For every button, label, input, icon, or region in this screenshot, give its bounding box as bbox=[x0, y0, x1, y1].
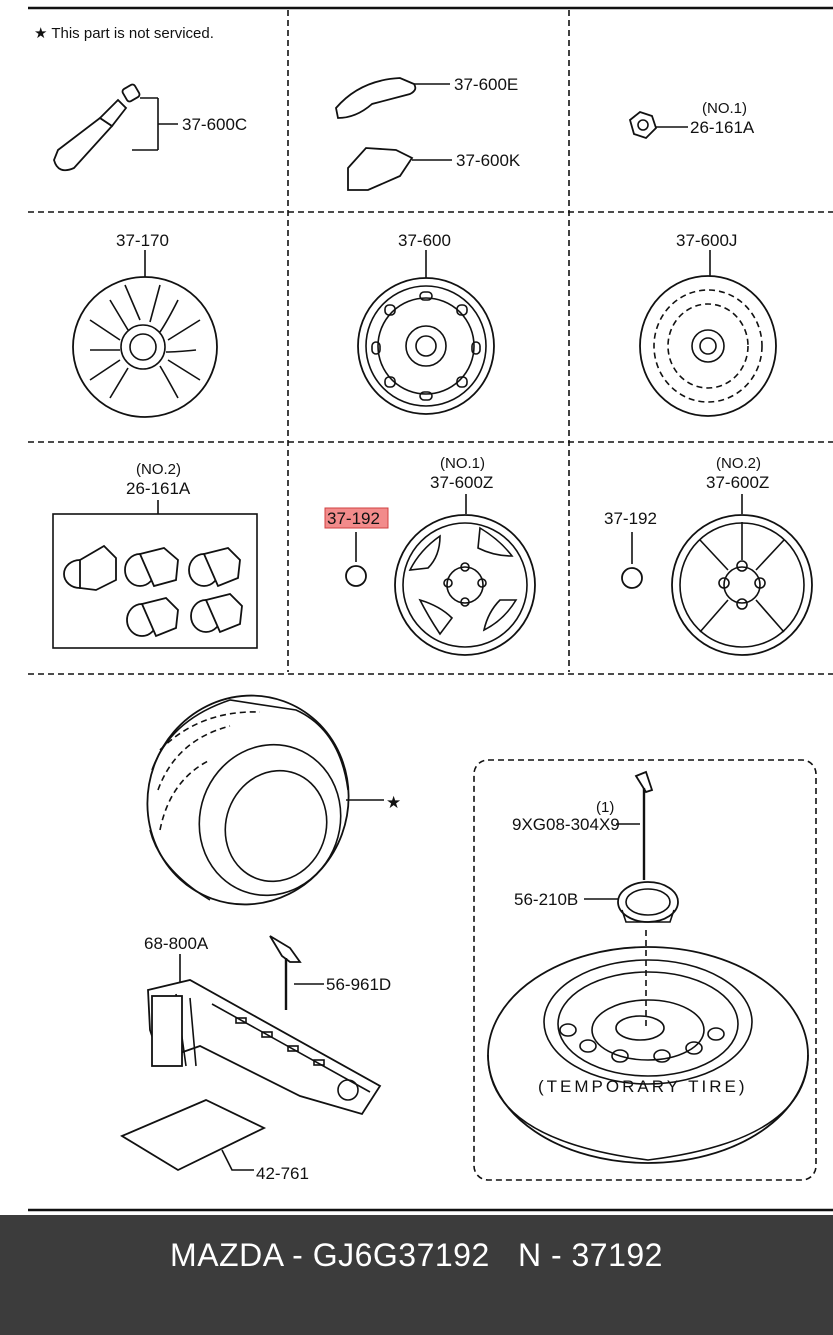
footer-part-number: MAZDA - GJ6G37192 N - 37192 bbox=[170, 1237, 663, 1273]
wheel-cap-illustration bbox=[72, 250, 218, 418]
part-label-sheet: 42-761 bbox=[256, 1164, 309, 1183]
part-label-weight-e: 37-600E bbox=[454, 75, 518, 94]
parts-diagram: ★ This part is not serviced. 37-600C 37-… bbox=[28, 6, 833, 1212]
part-label-nut: 26-161A bbox=[690, 118, 755, 137]
alloy-wheel-2-illustration bbox=[671, 494, 813, 656]
part-no-nuts: (NO.2) bbox=[136, 461, 181, 478]
part-label-plate: 56-210B bbox=[514, 890, 578, 909]
jack-illustration bbox=[147, 954, 382, 1116]
tire-not-serviced-star: ★ bbox=[386, 793, 401, 812]
part-label-nuts: 26-161A bbox=[126, 479, 191, 498]
part-label-wheel-cap: 37-170 bbox=[116, 231, 169, 250]
part-label-cap-highlighted[interactable]: 37-192 bbox=[327, 509, 380, 528]
temporary-tire-illustration bbox=[487, 930, 809, 1164]
part-no-bolt: (1) bbox=[596, 799, 614, 816]
footer-bar: MAZDA - GJ6G37192 N - 37192 bbox=[0, 1215, 833, 1335]
valve-stem-illustration bbox=[53, 83, 178, 172]
part-label-bolt: 9XG08-304X9 bbox=[512, 815, 620, 834]
spare-wheel-illustration bbox=[639, 250, 777, 417]
wheel-nut-illustration bbox=[628, 110, 688, 140]
part-label-valve: 37-600C bbox=[182, 115, 247, 134]
spare-plate-illustration bbox=[584, 881, 679, 923]
spare-bolt-illustration bbox=[616, 770, 654, 880]
temporary-tire-label: (TEMPORARY TIRE) bbox=[538, 1077, 748, 1096]
wheel-nuts-illustration bbox=[52, 500, 258, 649]
part-label-weight-k: 37-600K bbox=[456, 151, 521, 170]
part-no-nut: (NO.1) bbox=[702, 100, 747, 117]
part-no-alloy2: (NO.2) bbox=[716, 455, 761, 472]
not-serviced-note: ★ This part is not serviced. bbox=[34, 25, 214, 42]
spare-tire-box bbox=[473, 759, 817, 1181]
part-label-spare-wheel: 37-600J bbox=[676, 231, 737, 250]
steel-wheel-illustration bbox=[357, 250, 495, 415]
alloy-wheel-1-illustration bbox=[394, 494, 536, 656]
part-label-steel-wheel: 37-600 bbox=[398, 231, 451, 250]
jack-handle-illustration bbox=[269, 935, 324, 1010]
part-label-jack-handle: 56-961D bbox=[326, 975, 391, 994]
part-label-jack: 68-800A bbox=[144, 934, 209, 953]
center-cap-highlighted-illustration[interactable] bbox=[345, 532, 367, 587]
label-sheet-illustration bbox=[120, 1099, 267, 1172]
center-cap-2-illustration bbox=[621, 532, 643, 589]
grid-lines bbox=[28, 6, 833, 1212]
tire-illustration bbox=[146, 694, 384, 906]
part-no-alloy1: (NO.1) bbox=[440, 455, 485, 472]
part-label-cap2: 37-192 bbox=[604, 509, 657, 528]
part-label-alloy2: 37-600Z bbox=[706, 473, 769, 492]
balance-weight-e bbox=[335, 77, 450, 119]
highlight-box bbox=[324, 507, 389, 529]
part-label-alloy1: 37-600Z bbox=[430, 473, 493, 492]
balance-weight-k bbox=[347, 147, 452, 191]
